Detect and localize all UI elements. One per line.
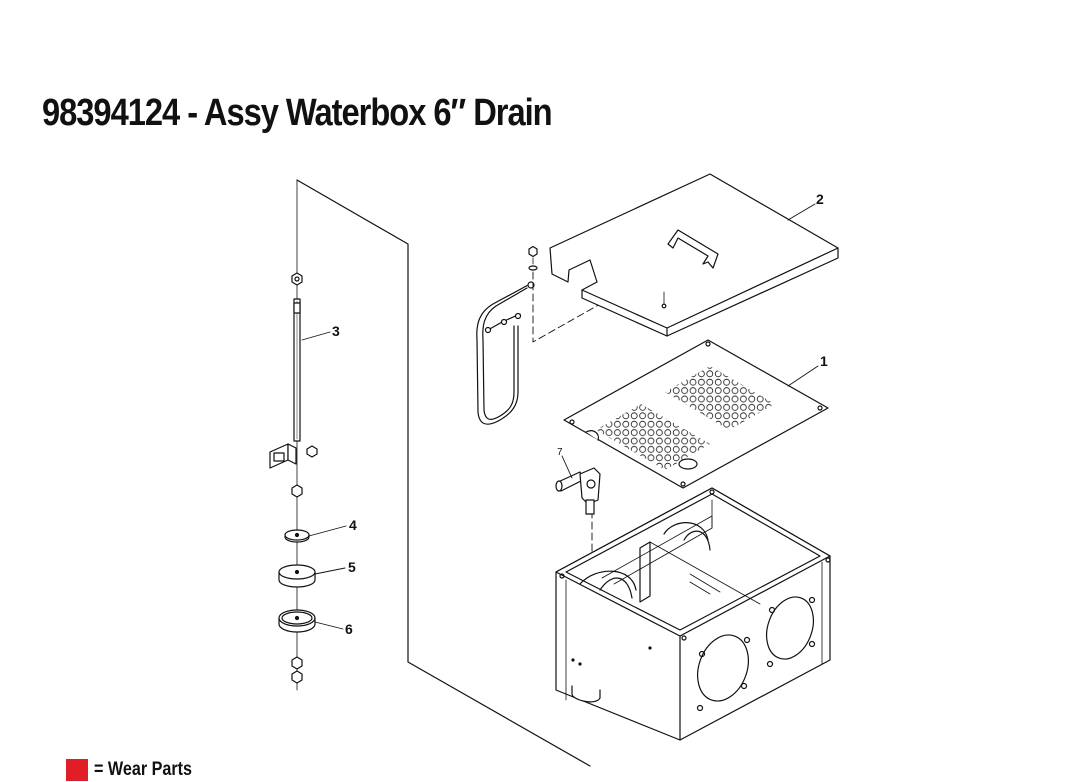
callout-leader-lines — [301, 203, 819, 630]
part-7-drain-valve — [555, 467, 601, 515]
part-4-washer — [284, 529, 310, 543]
part-2-lid — [549, 173, 839, 337]
background-panel-outline — [296, 179, 591, 767]
rod-bracket — [269, 443, 318, 469]
callout-4: 4 — [349, 517, 357, 533]
callout-6: 6 — [345, 621, 353, 637]
callout-5: 5 — [348, 559, 356, 575]
legend-label: = Wear Parts — [94, 759, 193, 780]
page-title: 98394124 - Assy Waterbox 6″ Drain — [42, 92, 553, 134]
hex-nut-lower — [291, 656, 303, 670]
callout-2: 2 — [816, 191, 824, 207]
waterbox-body — [555, 487, 831, 741]
callout-1: 1 — [820, 353, 828, 369]
latch-fasteners — [528, 245, 538, 271]
part-3-drain-rod — [291, 272, 303, 442]
part-1-perforated-screen — [563, 339, 829, 489]
wear-parts-swatch — [66, 759, 88, 781]
hex-nut-bottom — [291, 670, 303, 684]
part-6-disc — [278, 609, 316, 633]
callout-3: 3 — [332, 323, 340, 339]
wire-latch-handle — [476, 281, 535, 425]
hex-nut — [291, 484, 303, 498]
callout-7: 7 — [557, 447, 563, 458]
legend: = Wear Parts — [66, 758, 209, 782]
part-5-stopper — [278, 564, 316, 588]
